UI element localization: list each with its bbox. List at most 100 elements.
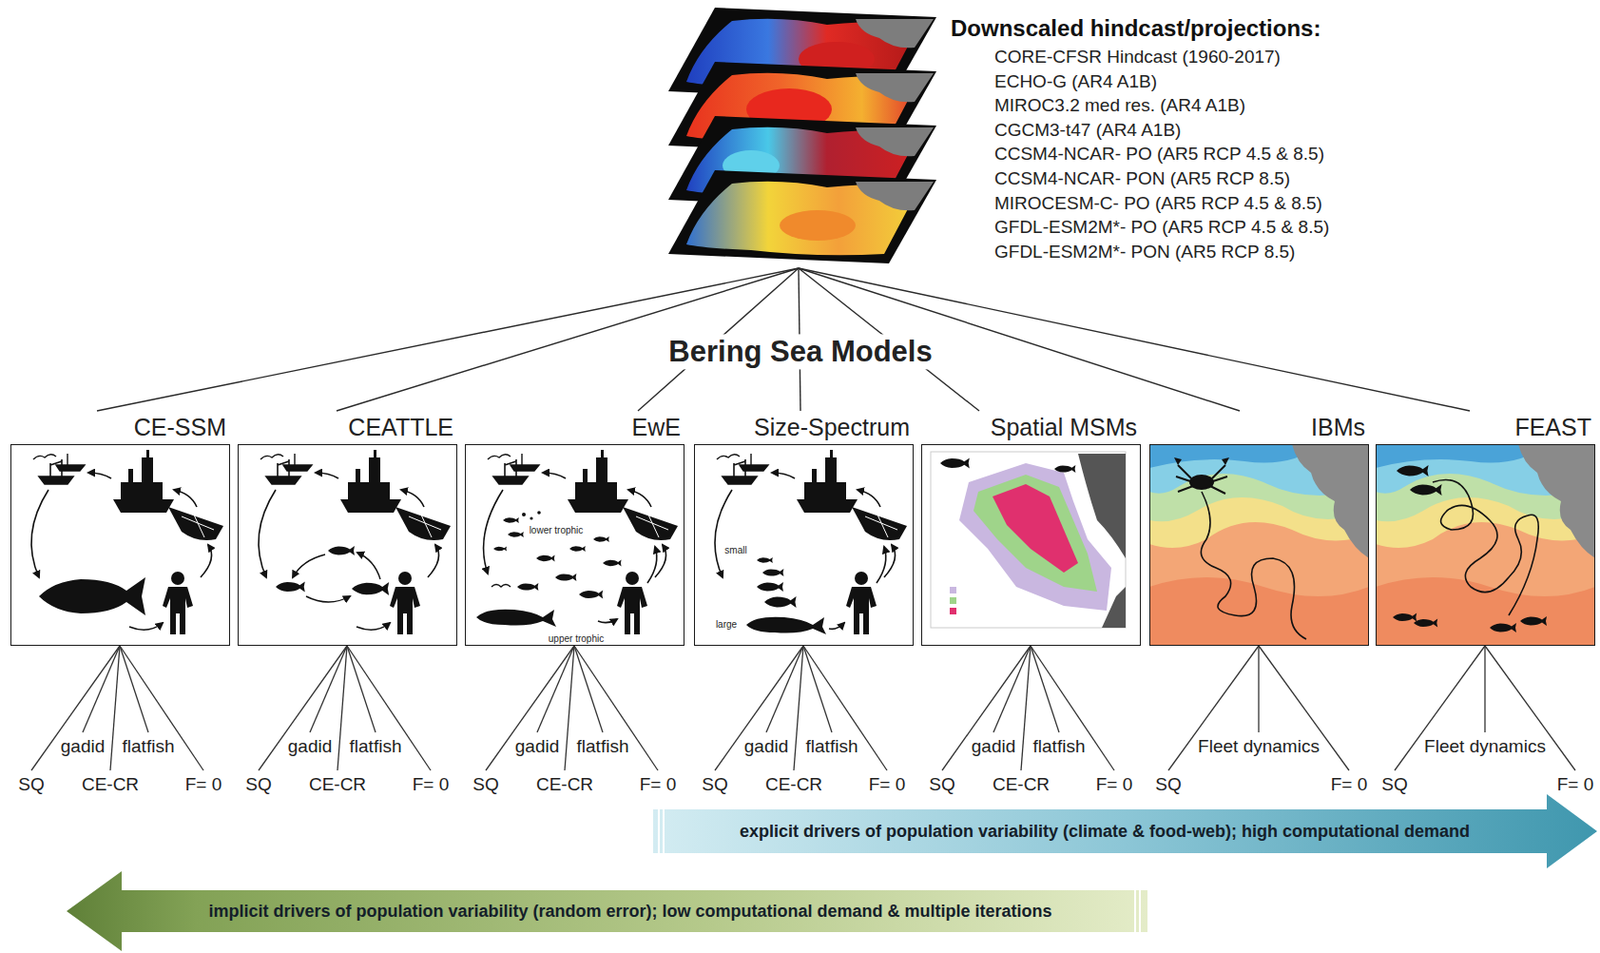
ewe-illustration [517, 582, 539, 591]
ewe-illustration [529, 516, 533, 520]
feast-map [1520, 616, 1547, 626]
model-frame [1375, 443, 1596, 646]
ceattle-illustration [327, 545, 355, 556]
size-spectrum-illustration [716, 453, 769, 484]
model-frame [1149, 443, 1369, 646]
ceattle-illustration [351, 581, 389, 596]
ceattle-illustration [260, 453, 312, 484]
model-name: CEATTLE [347, 413, 454, 441]
model-run: CGCM3-t47 (AR4 A1B) [994, 118, 1181, 142]
scenario-fans [258, 645, 431, 771]
model-box: CEATTLE [237, 410, 458, 646]
spatial-map [949, 586, 957, 594]
scenario-label: gadid [971, 735, 1017, 758]
spatial-map [930, 451, 1126, 628]
model-box: Size-Spectrum [693, 410, 914, 646]
size-spectrum-illustration [851, 506, 907, 540]
ewe-illustration [569, 545, 586, 552]
map-stack [668, 7, 937, 264]
size-note: large [715, 618, 737, 631]
ewe-illustration [555, 573, 577, 581]
size-spectrum-illustration [762, 568, 784, 577]
ceattle-illustration [306, 596, 350, 602]
model-name: EwE [632, 413, 681, 441]
scenario-label: CE-CR [536, 773, 594, 796]
ibm-map [1149, 443, 1369, 645]
model-frame [10, 443, 231, 646]
size-spectrum-illustration [746, 616, 827, 635]
model-box: Spatial MSMs [921, 410, 1141, 646]
scenario-label: gadid [744, 735, 790, 758]
model-run: CCSM4-NCAR- PO (AR5 RCP 4.5 & 8.5) [994, 142, 1325, 166]
ewe-illustration [493, 546, 507, 552]
feast-map [1375, 443, 1596, 645]
map-stack [855, 73, 934, 102]
spatial-map [1101, 586, 1126, 628]
arrow-stripe [657, 809, 660, 853]
scenario-label: flatfish [806, 735, 859, 758]
ewe-illustration [567, 449, 629, 513]
feast-map [1432, 480, 1539, 617]
ewe-illustration [476, 449, 678, 635]
size-spectrum-illustration [771, 472, 795, 479]
model-name: Size-Spectrum [753, 413, 910, 441]
scenario-label: SQ [245, 773, 271, 796]
spatial-map [973, 474, 1098, 592]
size-spectrum-illustration [796, 449, 858, 513]
ceattle-illustration [427, 544, 440, 578]
driver-arrow: explicit drivers of population variabili… [653, 793, 1600, 868]
size-note: small [724, 544, 747, 557]
scenario-fans [31, 645, 1576, 771]
panel-title: Bering Sea Models [662, 333, 938, 369]
scenario-label: flatfish [577, 735, 630, 758]
model-name: IBMs [1310, 413, 1366, 441]
ewe-illustration [593, 536, 610, 542]
scenario-fans [1394, 645, 1576, 771]
ewe-illustration [628, 489, 652, 507]
scenario-label: F= 0 [185, 773, 223, 796]
ce-ssm-illustration [200, 544, 213, 578]
scenario-label: flatfish [349, 735, 403, 758]
size-spectrum-illustration [756, 581, 784, 592]
map-stack [855, 127, 934, 156]
scenario-fans [485, 645, 658, 771]
ceattle-illustration [258, 449, 451, 635]
trophic-note: upper trophic [548, 633, 604, 645]
scenario-label: Fleet dynamics [1424, 735, 1546, 758]
ewe-illustration [537, 510, 541, 515]
scenario-label: F= 0 [1330, 773, 1369, 796]
model-run: GFDL-ESM2M*- PO (AR5 RCP 4.5 & 8.5) [994, 215, 1330, 239]
size-spectrum-illustration [756, 557, 773, 563]
model-run: MIROC3.2 med res. (AR4 A1B) [994, 94, 1246, 117]
ceattle-illustration [356, 622, 390, 630]
size-spectrum-illustration [828, 622, 845, 629]
trophic-note: lower trophic [529, 524, 584, 537]
model-frame [464, 443, 685, 646]
ceattle-illustration [258, 472, 440, 630]
scenario-label: CE-CR [992, 773, 1050, 796]
model-frame [237, 443, 458, 646]
spatial-map [992, 483, 1079, 573]
map-stack [779, 210, 856, 241]
model-box: CE-SSM [10, 410, 231, 646]
ewe-illustration [476, 609, 557, 627]
ce-ssm-illustration [129, 622, 163, 630]
scenario-label: flatfish [122, 735, 175, 758]
ce-ssm-illustration [31, 489, 49, 578]
spatial-map [949, 597, 957, 604]
arrow-stripe [662, 809, 665, 853]
map-stack [668, 170, 937, 264]
model-name: FEAST [1514, 413, 1592, 441]
scenario-label: flatfish [1033, 735, 1086, 758]
ibm-map [1174, 457, 1230, 465]
size-spectrum-illustration [764, 596, 797, 608]
scenario-label: CE-CR [765, 773, 823, 796]
ce-ssm-illustration [168, 506, 224, 540]
feast-map [1409, 483, 1443, 496]
ewe-illustration [597, 618, 617, 623]
map-stack [668, 170, 937, 264]
feast-map [1392, 613, 1417, 622]
size-spectrum-illustration [857, 489, 881, 507]
scenario-label: CE-CR [81, 773, 139, 796]
